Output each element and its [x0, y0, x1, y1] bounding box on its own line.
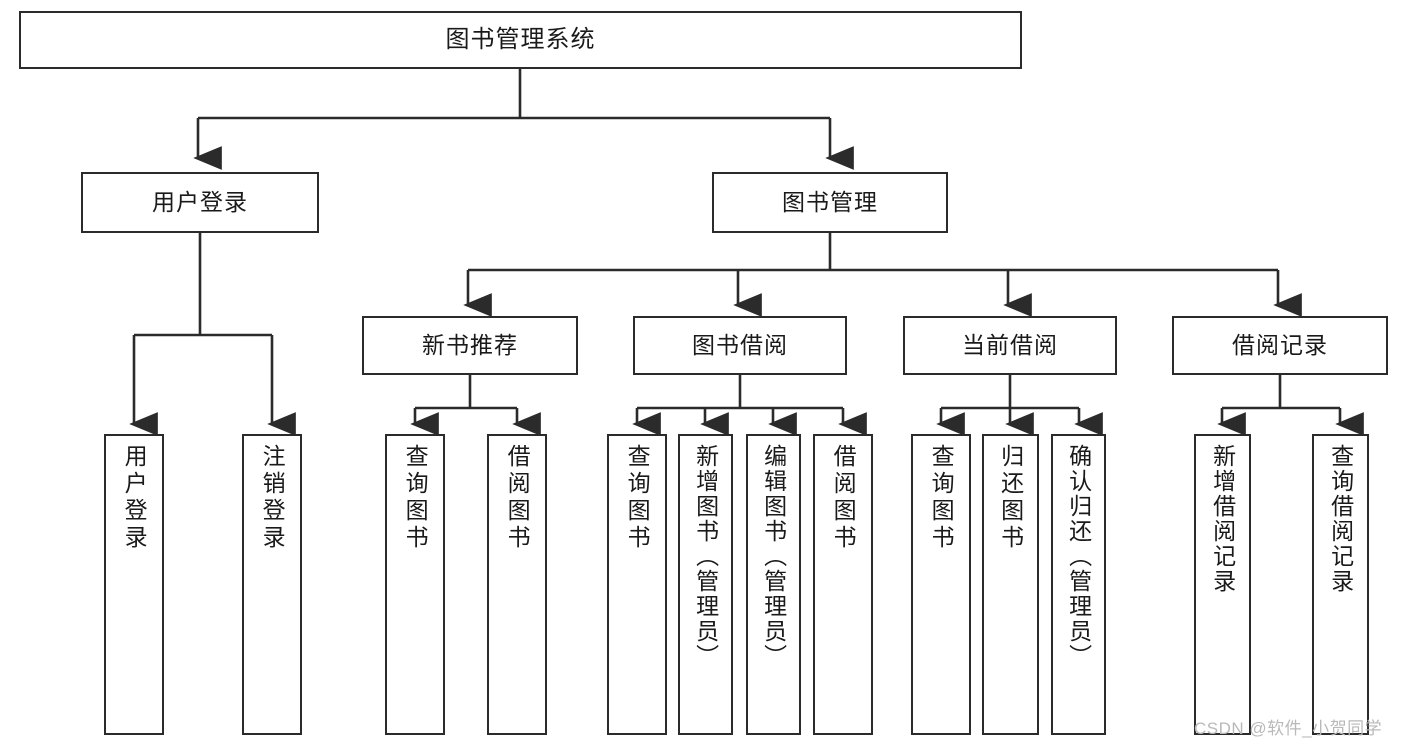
node-user-login[interactable]: 用户登录 — [81, 172, 319, 233]
watermark-text: CSDN @软件_小贺同学 — [1194, 719, 1383, 738]
node-label: 归还图书 — [997, 444, 1024, 552]
leaf-user-logout[interactable]: 注销登录 — [242, 434, 302, 735]
leaf-current-confirm-return-admin[interactable]: 确认归还（管理员） — [1051, 434, 1106, 735]
node-label: 图书借阅 — [692, 332, 788, 359]
node-label: 查询图书 — [402, 444, 429, 552]
node-label: 用户登录 — [152, 189, 248, 216]
leaf-user-login[interactable]: 用户登录 — [104, 434, 164, 735]
node-borrow-record[interactable]: 借阅记录 — [1172, 316, 1388, 375]
node-label: 借阅记录 — [1232, 332, 1328, 359]
csdn-watermark: CSDN @软件_小贺同学 — [1194, 714, 1382, 739]
leaf-recommend-query-book[interactable]: 查询图书 — [385, 434, 445, 735]
node-label: 新增借阅记录 — [1209, 444, 1236, 594]
node-book-management[interactable]: 图书管理 — [712, 172, 948, 233]
node-new-book-recommend[interactable]: 新书推荐 — [362, 316, 578, 375]
node-current-borrow[interactable]: 当前借阅 — [903, 316, 1117, 375]
node-label: 查询图书 — [624, 444, 651, 552]
leaf-current-return-book[interactable]: 归还图书 — [982, 434, 1039, 735]
node-label: 图书管理 — [782, 189, 878, 216]
leaf-record-query-record[interactable]: 查询借阅记录 — [1312, 434, 1369, 735]
node-label: 用户登录 — [121, 444, 148, 552]
node-label: 借阅图书 — [504, 444, 531, 552]
node-label: 借阅图书 — [830, 444, 857, 552]
leaf-record-add-record[interactable]: 新增借阅记录 — [1194, 434, 1251, 735]
node-book-borrow[interactable]: 图书借阅 — [633, 316, 847, 375]
node-label: 查询借阅记录 — [1327, 444, 1354, 594]
node-label: 新增图书（管理员） — [692, 444, 719, 669]
node-label: 当前借阅 — [962, 332, 1058, 359]
node-label: 注销登录 — [259, 444, 286, 552]
leaf-borrow-query-book[interactable]: 查询图书 — [607, 434, 667, 735]
leaf-borrow-edit-book-admin[interactable]: 编辑图书（管理员） — [746, 434, 801, 735]
leaf-borrow-borrow-book[interactable]: 借阅图书 — [813, 434, 873, 735]
node-label: 确认归还（管理员） — [1065, 444, 1092, 669]
leaf-borrow-add-book-admin[interactable]: 新增图书（管理员） — [678, 434, 733, 735]
node-root-system[interactable]: 图书管理系统 — [19, 11, 1022, 69]
node-label: 编辑图书（管理员） — [760, 444, 787, 669]
leaf-recommend-borrow-book[interactable]: 借阅图书 — [487, 434, 547, 735]
leaf-current-query-book[interactable]: 查询图书 — [911, 434, 971, 735]
node-label: 查询图书 — [928, 444, 955, 552]
node-label: 图书管理系统 — [445, 26, 596, 54]
node-label: 新书推荐 — [422, 332, 518, 359]
